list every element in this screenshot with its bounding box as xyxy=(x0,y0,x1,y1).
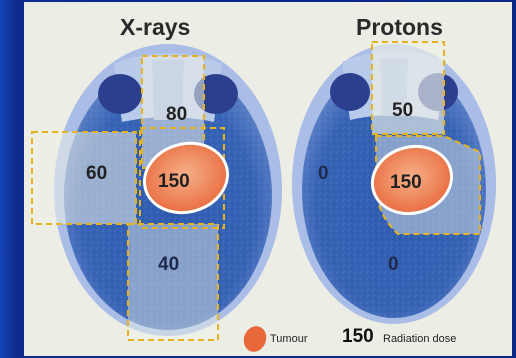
xray-dose-left: 60 xyxy=(86,163,107,184)
proton-title: Protons xyxy=(356,14,443,41)
xray-dose-top: 80 xyxy=(166,104,187,125)
xray-dose-bottom: 40 xyxy=(158,254,179,275)
xray-head: 80 60 150 40 xyxy=(32,44,282,340)
scan-illustration: 80 60 150 40 50 0 150 0 xyxy=(24,2,512,356)
xray-beam-left xyxy=(32,132,136,224)
tumour-legend-label: Tumour xyxy=(270,333,308,345)
xray-beam-bottom xyxy=(128,224,218,340)
xray-left-eye xyxy=(98,74,142,114)
proton-dose-center: 150 xyxy=(390,172,422,193)
proton-head: 50 0 150 0 xyxy=(292,42,496,324)
xray-title: X-rays xyxy=(120,14,190,41)
proton-left-eye xyxy=(330,73,370,111)
dose-legend-label: Radiation dose xyxy=(383,333,456,345)
dose-legend-value: 150 xyxy=(342,326,374,348)
proton-dose-top: 50 xyxy=(392,100,413,121)
xray-dose-center: 150 xyxy=(158,171,190,192)
proton-dose-bottom: 0 xyxy=(388,254,399,275)
proton-dose-left: 0 xyxy=(318,163,329,184)
